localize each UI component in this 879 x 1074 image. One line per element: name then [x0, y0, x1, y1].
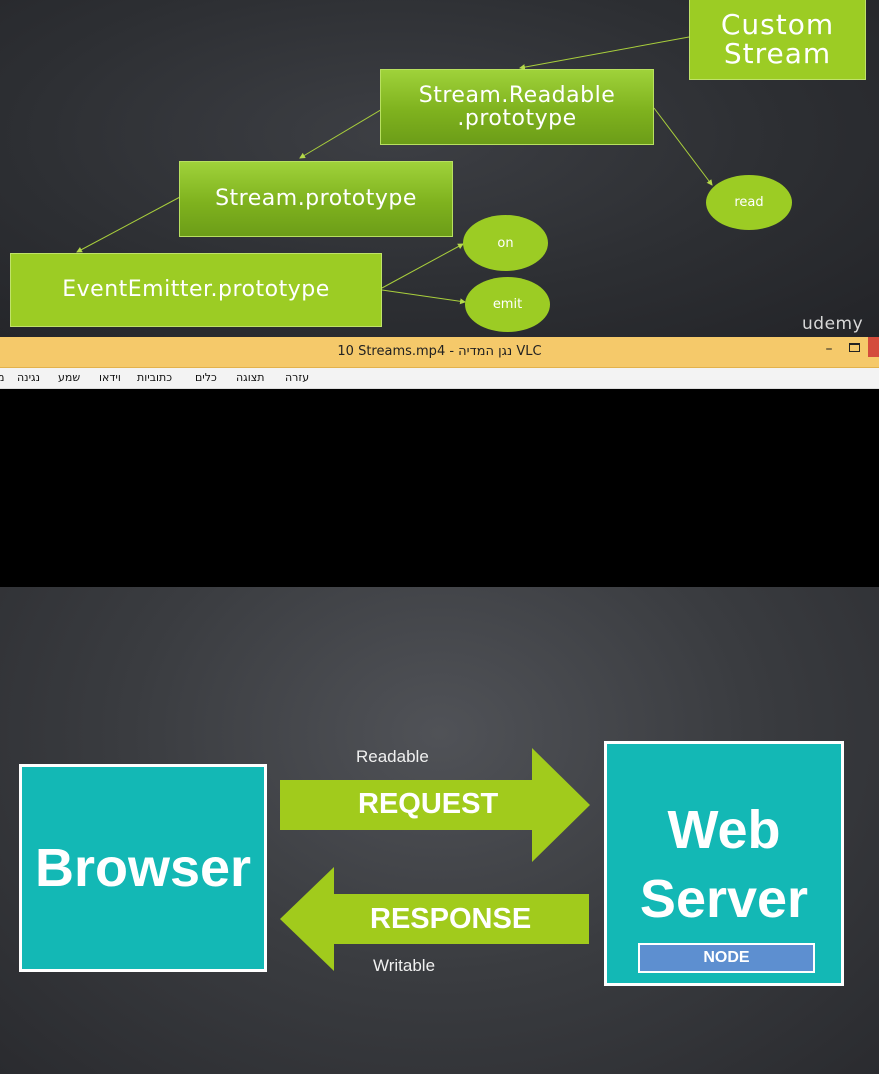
close-button[interactable]: [868, 337, 879, 357]
stream-readable-label-line2: .prototype: [457, 106, 577, 131]
node-label: NODE: [703, 949, 750, 966]
menu-playback[interactable]: נגינה: [17, 371, 40, 384]
menu-media-partial[interactable]: מ: [0, 371, 5, 384]
vlc-menu-bar: עזרה תצוגה כלים כתוביות וידאו שמע נגינה …: [0, 368, 879, 389]
video-frame-previous-slide: Custom Stream Stream.Readable .prototype…: [0, 0, 879, 337]
custom-stream-label: Custom Stream: [720, 7, 835, 70]
writable-label: Writable: [373, 956, 436, 975]
eventemitter-prototype-label: EventEmitter.prototype: [62, 277, 330, 303]
stream-readable-label-line1: Stream.Readable: [418, 82, 616, 108]
browser-label: Browser: [34, 838, 252, 898]
on-oval: on: [463, 215, 548, 271]
menu-video[interactable]: וידאו: [99, 371, 121, 384]
menu-view[interactable]: תצוגה: [236, 371, 265, 384]
node-badge: NODE: [638, 943, 815, 973]
eventemitter-prototype-box: EventEmitter.prototype: [10, 253, 382, 327]
web-server-box: Web Server NODE: [604, 741, 844, 986]
video-letterbox: [0, 389, 879, 587]
read-label: read: [734, 195, 764, 210]
web-server-label-line1: Web: [667, 800, 781, 860]
emit-label: emit: [492, 297, 523, 312]
readable-label: Readable: [356, 747, 429, 766]
web-server-label-line2: Server: [639, 869, 809, 930]
menu-tools[interactable]: כלים: [195, 371, 217, 384]
menu-audio[interactable]: שמע: [58, 371, 81, 384]
emit-oval: emit: [465, 277, 550, 332]
web-server-label: Web Server: [607, 796, 841, 934]
response-arrow: [280, 867, 589, 971]
browser-box: Browser: [19, 764, 267, 972]
menu-help[interactable]: עזרה: [285, 371, 310, 384]
udemy-watermark: udemy: [802, 314, 864, 334]
stream-readable-prototype-box: Stream.Readable .prototype: [380, 69, 654, 145]
stream-prototype-label: Stream.prototype: [215, 186, 417, 212]
minimize-button[interactable]: –: [822, 341, 836, 357]
window-title: 10 Streams.mp4 - נגן המדיה VLC: [337, 344, 542, 359]
request-label: REQUEST: [358, 788, 499, 820]
stream-prototype-box: Stream.prototype: [179, 161, 453, 237]
response-label: RESPONSE: [370, 903, 532, 935]
vlc-title-bar[interactable]: 10 Streams.mp4 - נגן המדיה VLC –: [0, 337, 879, 368]
menu-subtitles[interactable]: כתוביות: [137, 371, 173, 384]
minimize-icon: –: [825, 341, 833, 357]
connector-lines: [76, 36, 713, 305]
video-frame-current-slide[interactable]: Browser Web Server NODE REQUEST RESPONSE…: [0, 587, 879, 1074]
maximize-button[interactable]: [849, 343, 860, 352]
request-arrow: [280, 748, 590, 862]
custom-stream-box: Custom Stream: [689, 0, 866, 80]
read-oval: read: [706, 175, 792, 230]
on-label: on: [497, 235, 514, 251]
